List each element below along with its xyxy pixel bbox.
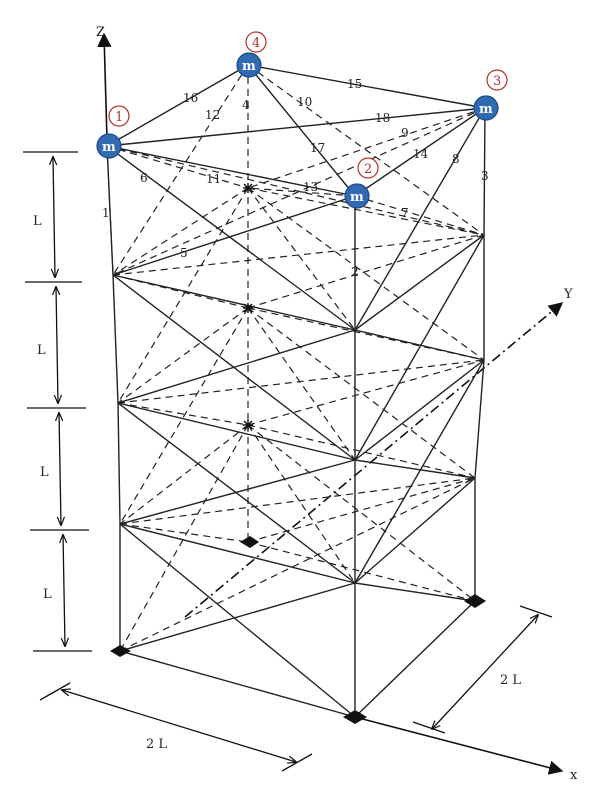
dashed-members (106, 64, 486, 652)
svg-text:4: 4 (252, 36, 260, 51)
z-axis-label: Z (96, 25, 105, 40)
node-id-circle (245, 31, 267, 53)
support-front-left (110, 645, 131, 657)
node-id-circle (486, 69, 508, 91)
svg-text:m: m (350, 190, 364, 205)
mass-node-2: m 2 (344, 157, 379, 209)
joint-star (243, 420, 253, 430)
member-label: 9 (401, 126, 409, 140)
svg-text:m: m (102, 140, 116, 155)
svg-text:m: m (479, 102, 493, 117)
member-label: 18 (375, 111, 390, 125)
mass-node-1: m 1 (96, 105, 130, 159)
z-axis (97, 32, 112, 141)
svg-text:1: 1 (115, 110, 123, 125)
dim-label: L (37, 343, 46, 358)
member-label: 10 (297, 95, 312, 109)
member-labels: 1 2 3 4 5 6 7 8 9 10 11 12 13 14 15 16 1… (102, 77, 489, 279)
support-back-right (464, 594, 486, 608)
svg-text:m: m (242, 59, 256, 74)
member-label: 13 (303, 180, 318, 194)
node-id-circle (357, 157, 379, 179)
coordinate-axes (97, 32, 564, 775)
support-back-left (240, 536, 259, 548)
solid-members (106, 64, 486, 718)
dim-label: L (40, 465, 49, 480)
base-dimensions (39, 605, 553, 772)
member-label: 7 (401, 206, 409, 220)
member-label: 17 (310, 141, 325, 155)
member-label: 3 (481, 169, 489, 183)
dim-line-base-x (62, 690, 296, 762)
svg-text:2: 2 (364, 162, 372, 177)
member-label: 1 (102, 206, 110, 220)
member-label: 14 (413, 147, 429, 161)
base-x-dim-label: 2 L (146, 737, 167, 752)
dim-line (56, 287, 58, 403)
y-axis (184, 302, 564, 618)
lumped-masses: m 1 m 2 m 3 m 4 (96, 31, 508, 209)
member-label: 8 (452, 152, 460, 166)
x-axis (354, 716, 564, 775)
base-y-dim-label: 2 L (500, 673, 521, 688)
dim-line-base-y (432, 615, 538, 729)
back-column-joints (243, 183, 253, 430)
svg-text:3: 3 (493, 74, 501, 89)
x-axis-label: x (570, 768, 578, 783)
member-label: 12 (205, 108, 220, 122)
level-dimensions (23, 151, 92, 652)
node-id-circle (108, 105, 130, 127)
y-axis-label: Y (563, 287, 573, 302)
joint-star (243, 303, 253, 313)
supports (110, 536, 486, 724)
mass-node-3: m 3 (473, 69, 508, 121)
joint-star (243, 183, 253, 193)
support-front-mid (343, 710, 367, 724)
dim-label: L (33, 214, 42, 229)
member-label: 15 (347, 77, 362, 91)
member-label: 2 (351, 265, 359, 279)
dim-label: L (43, 587, 52, 602)
mass-node-4: m 4 (236, 31, 267, 78)
member-label: 4 (242, 98, 250, 112)
level-dimension-labels: L L L L (33, 214, 52, 602)
dim-line (63, 535, 65, 646)
member-label: 16 (183, 91, 198, 105)
member-label: 11 (206, 172, 221, 186)
member-label: 6 (140, 171, 148, 185)
dim-line (53, 157, 55, 277)
member-label: 5 (180, 246, 188, 260)
dim-line (59, 413, 61, 525)
